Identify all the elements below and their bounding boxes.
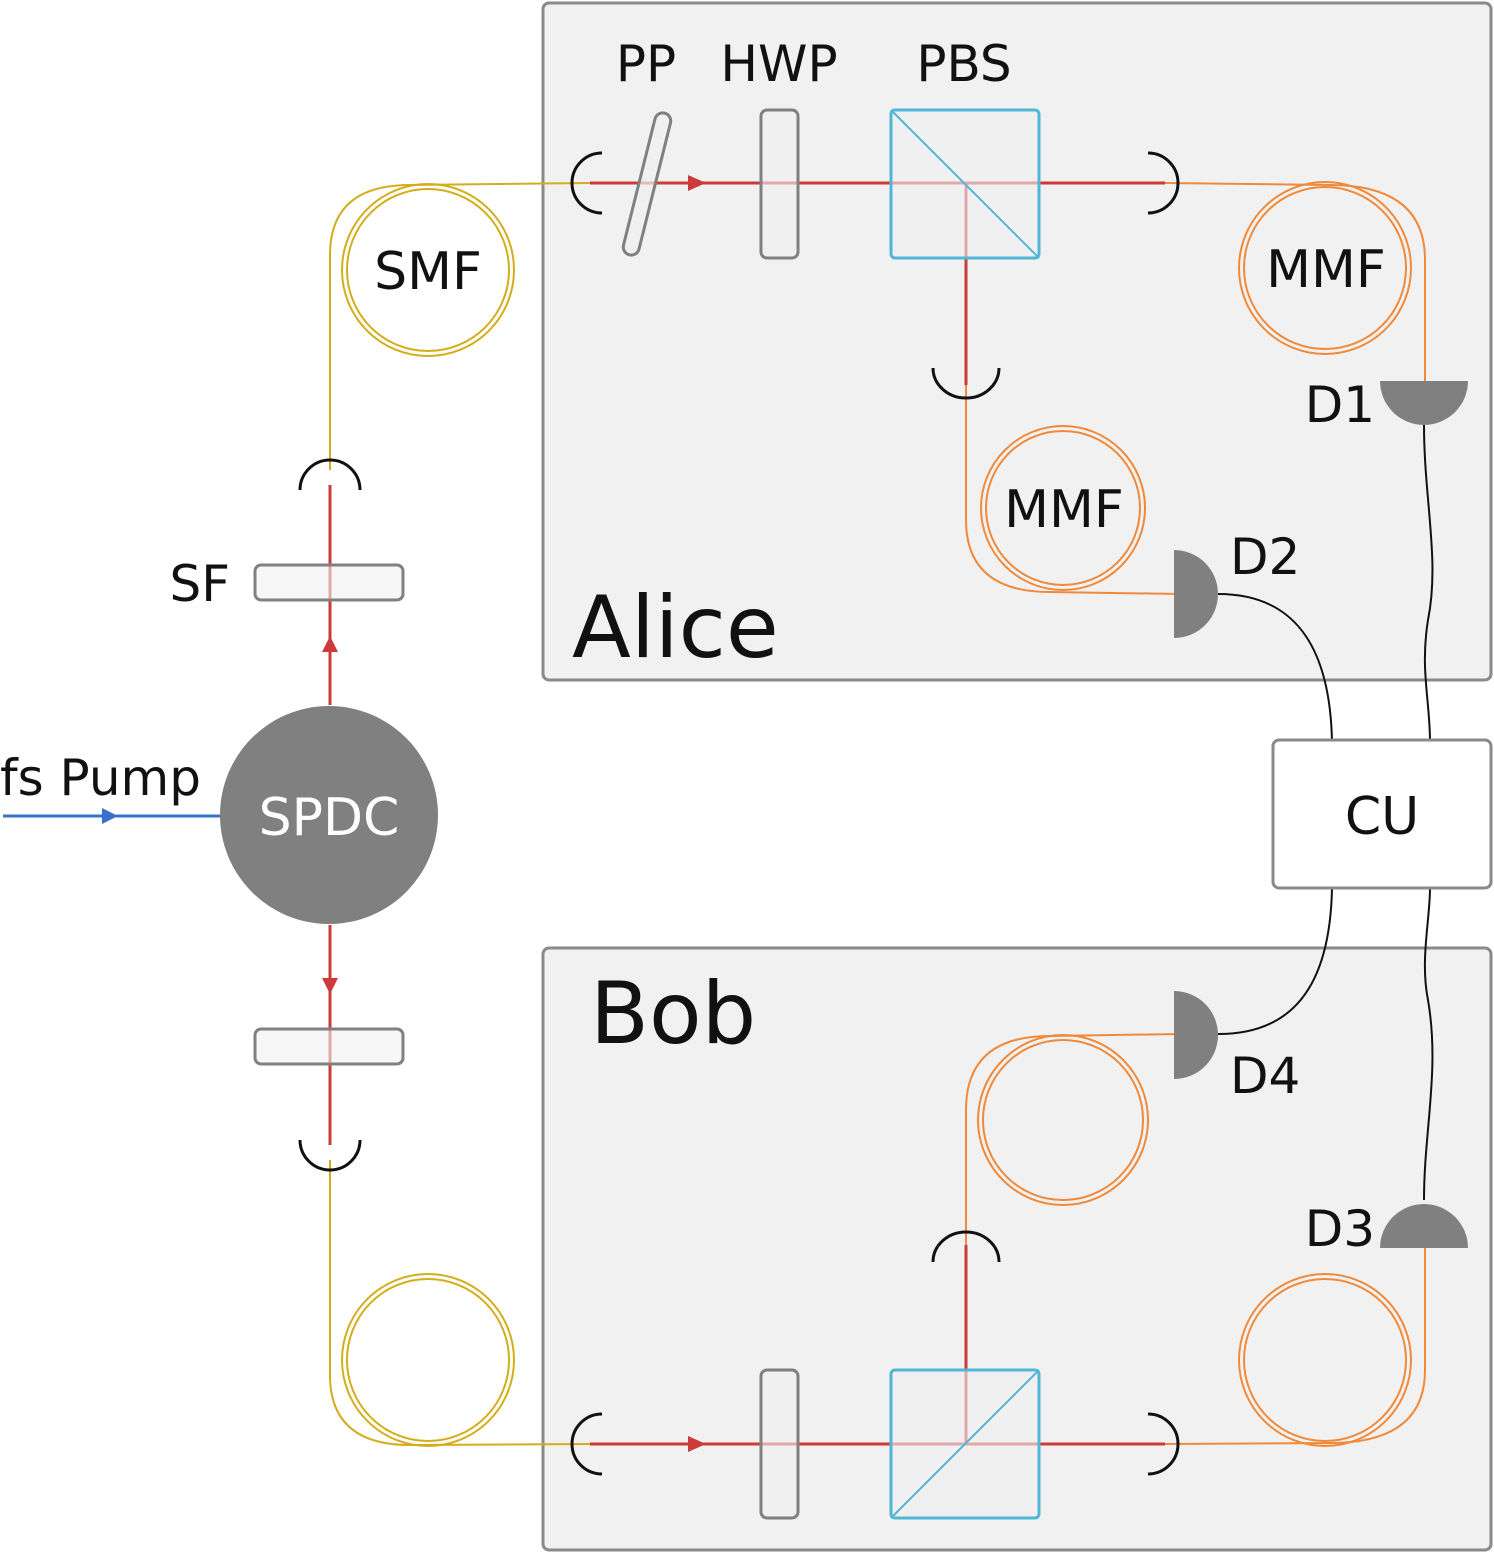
label-bob: Bob	[590, 964, 756, 1064]
mmf-alice-right	[1164, 181, 1426, 385]
coupler-bob-out	[1147, 1412, 1180, 1476]
spdc-source	[220, 706, 438, 924]
label-d4: D4	[1230, 1047, 1300, 1105]
label-mmf-alice-lower: MMF	[1004, 480, 1124, 540]
coupler-source-down	[298, 1139, 362, 1172]
spectral-filter-top	[253, 563, 405, 602]
label-pp: PP	[616, 35, 676, 93]
detector-d3	[1380, 1204, 1468, 1248]
label-smf: SMF	[374, 242, 482, 302]
smf-top	[329, 182, 591, 470]
coincidence-unit-box	[1271, 738, 1493, 890]
coupler-bob-reflect	[931, 1230, 1001, 1263]
mmf-alice-lower	[965, 385, 1181, 595]
pbs-alice	[889, 108, 1041, 260]
coupler-bob-in	[570, 1412, 603, 1476]
smf-bottom	[329, 1160, 591, 1447]
detector-d1	[1380, 381, 1468, 425]
wire-d3	[1423, 887, 1434, 1201]
label-pump: fs Pump	[0, 749, 201, 807]
wire-d2	[1217, 593, 1333, 743]
label-pbs: PBS	[916, 35, 1011, 93]
wire-d1	[1423, 424, 1434, 743]
half-wave-plate-alice	[759, 108, 800, 260]
coupler-source-up	[298, 458, 362, 491]
spectral-filter-bottom	[253, 1027, 405, 1066]
detector-d2	[1174, 550, 1218, 638]
mmf-bob-upper	[965, 1033, 1181, 1245]
mmf-bob-right	[1164, 1245, 1426, 1447]
label-spdc: SPDC	[259, 788, 400, 848]
wire-d4	[1217, 887, 1333, 1035]
detector-d4	[1174, 991, 1218, 1079]
label-sf: SF	[170, 555, 231, 613]
half-wave-plate-bob	[759, 1368, 800, 1520]
label-hwp: HWP	[720, 35, 837, 93]
coupler-alice-out	[1147, 151, 1180, 215]
label-d3: D3	[1305, 1200, 1375, 1258]
coupler-alice-in	[570, 151, 603, 215]
label-mmf-alice-right: MMF	[1266, 240, 1386, 300]
label-d1: D1	[1305, 376, 1375, 434]
coupler-alice-reflect	[931, 367, 1001, 400]
label-cu: CU	[1345, 787, 1419, 847]
pbs-bob	[889, 1368, 1041, 1520]
pump-beam	[3, 808, 222, 824]
polarizing-plate	[621, 111, 673, 257]
label-alice: Alice	[572, 578, 779, 678]
label-d2: D2	[1230, 528, 1300, 586]
